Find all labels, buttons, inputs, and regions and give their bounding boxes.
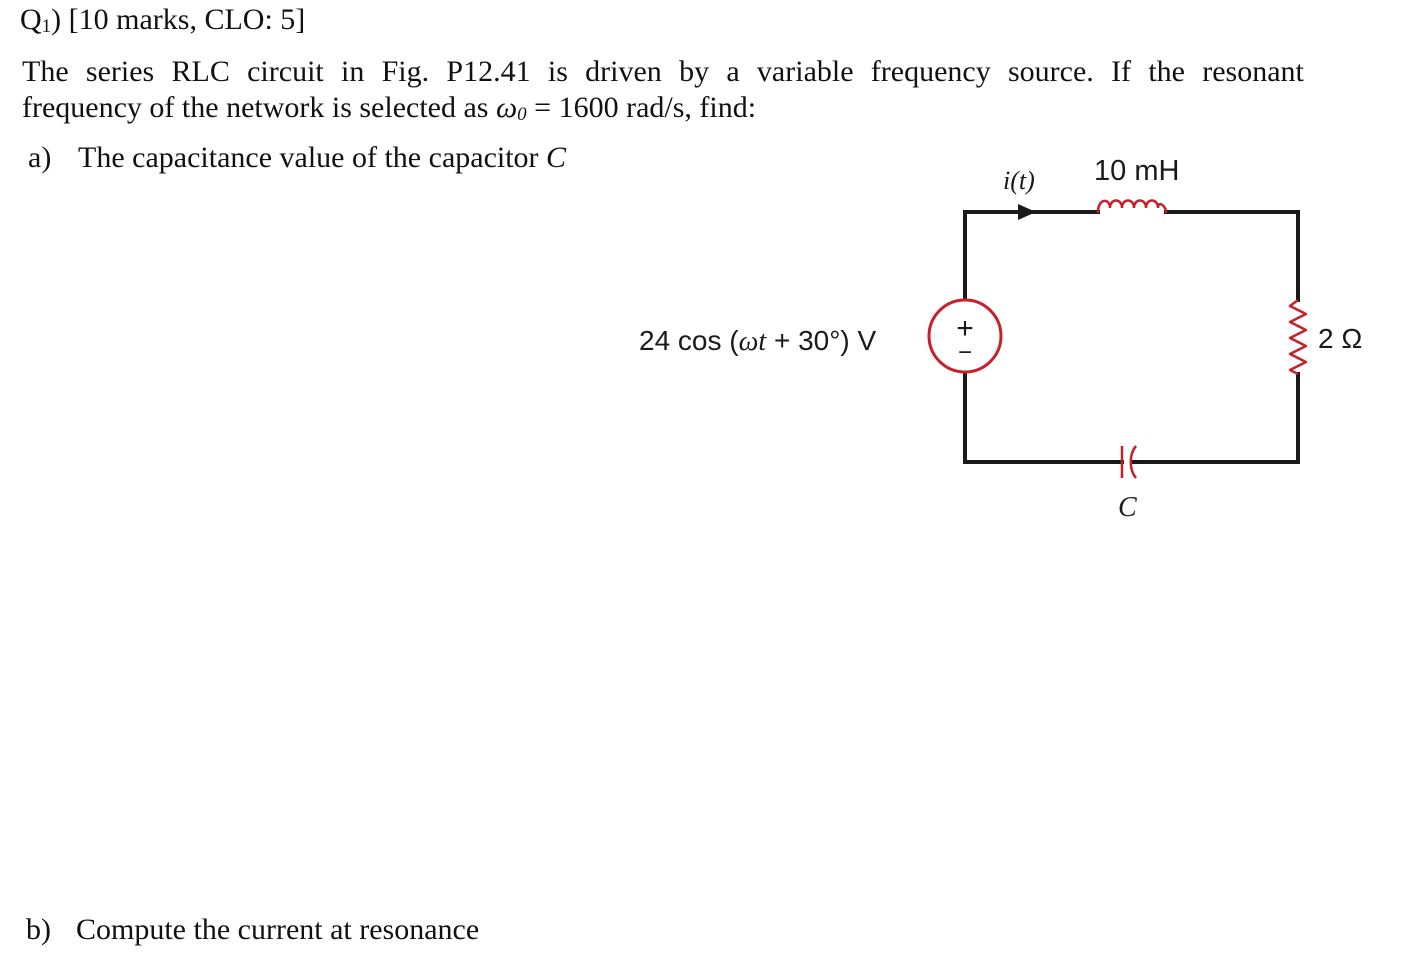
problem-word: resonant xyxy=(1202,55,1304,88)
problem-word: RLC xyxy=(171,55,230,88)
problem-word: The xyxy=(22,55,69,88)
problem-word: series xyxy=(85,55,155,88)
resistor-icon xyxy=(1288,299,1308,376)
line2-post: = 1600 rad/s, find: xyxy=(526,91,757,124)
wire-bottom-left xyxy=(963,370,1124,464)
voltage-source-icon xyxy=(927,298,1003,374)
wire-top-right xyxy=(1164,210,1300,302)
part-b: b) Compute the current at resonance xyxy=(26,912,479,948)
omega-symbol: ω xyxy=(495,91,518,124)
problem-word: circuit xyxy=(247,55,324,88)
part-a: a) The capacitance value of the capacitor… xyxy=(28,140,566,176)
part-a-text: The capacitance value of the capacitor xyxy=(78,141,547,174)
part-b-label: b) xyxy=(26,913,51,946)
problem-line-2: frequency of the network is selected as … xyxy=(22,90,1304,126)
problem-word: a xyxy=(726,55,740,88)
problem-word: frequency xyxy=(870,55,991,88)
inductor-icon xyxy=(1096,199,1168,214)
part-a-label: a) xyxy=(28,141,52,174)
question-heading: Q1) [10 marks, CLO: 5] xyxy=(20,2,305,38)
heading-prefix: Q xyxy=(20,3,42,36)
problem-word: by xyxy=(679,55,710,88)
capacitor-label: C xyxy=(1118,492,1137,523)
line2-pre: frequency of the network is selected as xyxy=(22,91,496,124)
wire-top-left xyxy=(963,210,1100,302)
circuit-wires xyxy=(963,210,1300,464)
problem-word: is xyxy=(547,55,568,88)
problem-word: Fig. xyxy=(381,55,430,88)
problem-word: source. xyxy=(1008,55,1094,88)
circuit-diagram: + − i(t) 10 mH 2 Ω C 24 cos (ωt + 30°) V xyxy=(639,155,1362,523)
resistor-label: 2 Ω xyxy=(1318,323,1362,354)
source-plus-sign: + xyxy=(956,312,974,345)
inductor-label: 10 mH xyxy=(1094,155,1179,187)
problem-word: driven xyxy=(585,55,662,88)
part-b-text: Compute the current at resonance xyxy=(76,913,480,946)
problem-word: the xyxy=(1148,55,1185,88)
current-label: i(t) xyxy=(1003,166,1035,195)
wire-bottom-right xyxy=(1130,372,1300,464)
problem-word: variable xyxy=(756,55,854,88)
heading-subscript: 1 xyxy=(41,16,52,37)
problem-word: in xyxy=(341,55,365,88)
heading-rest: ) [10 marks, CLO: 5] xyxy=(51,3,306,36)
current-arrow-icon xyxy=(1018,204,1036,220)
problem-word: If xyxy=(1111,55,1132,88)
source-minus-sign: − xyxy=(958,339,972,366)
problem-word: P12.41 xyxy=(446,55,531,88)
source-label: 24 cos (ωt + 30°) V xyxy=(639,325,877,357)
capacitor-icon xyxy=(1120,445,1138,479)
part-a-var: C xyxy=(546,141,567,174)
omega-subscript: 0 xyxy=(517,104,527,125)
